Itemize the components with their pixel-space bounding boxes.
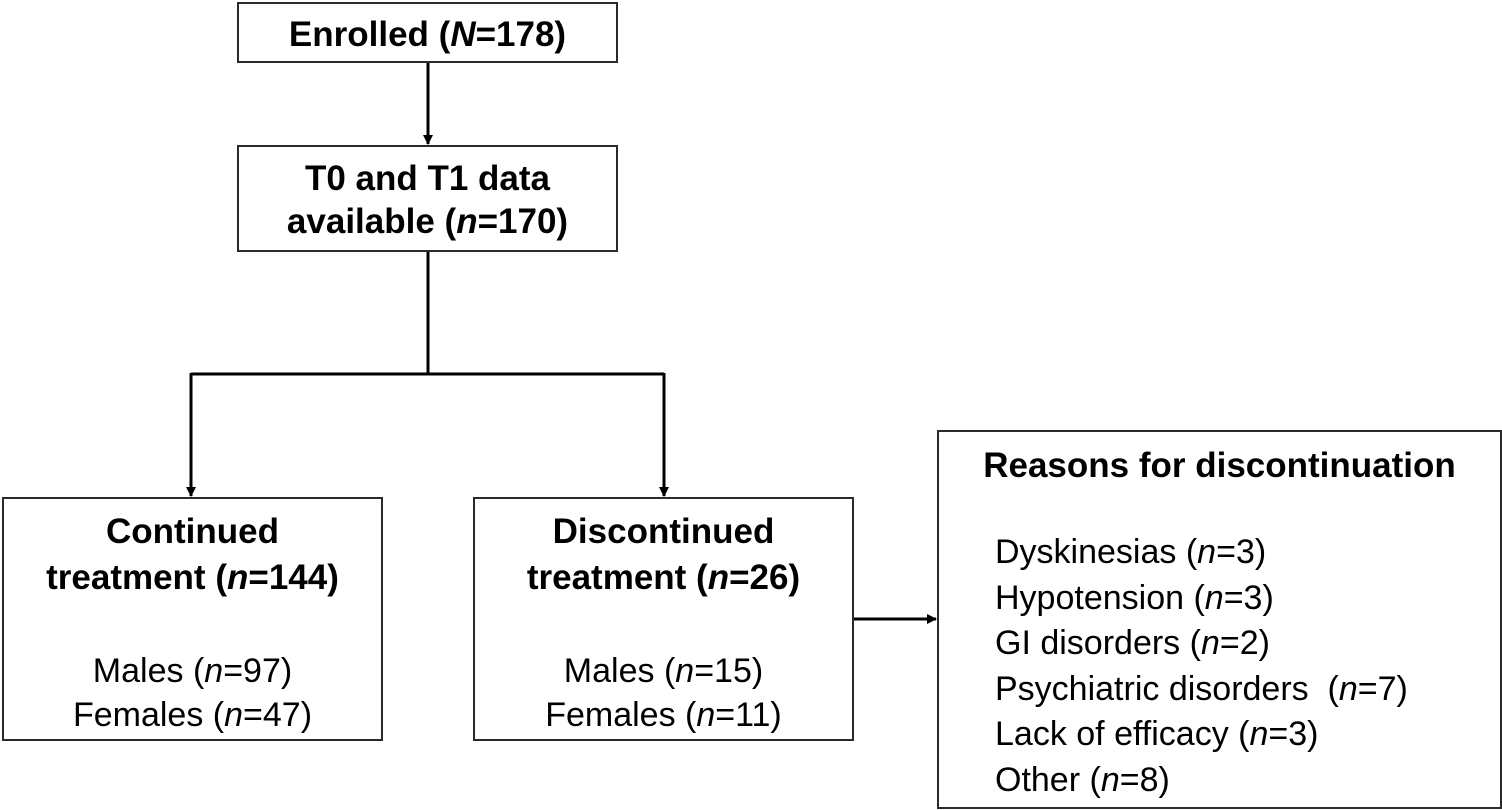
reason-item-psychiatric-disorders: Psychiatric disorders (n=7) [995,669,1408,708]
reason-item-gi-disorders: GI disorders (n=2) [995,624,1270,662]
reasons-list: Dyskinesias (n=3) Hypotension (n=3) GI d… [995,530,1408,803]
continued-title-line1: Continued [105,512,280,551]
discontinued-title-line2: treatment (n=26) [526,558,801,597]
reason-item-hypotension: Hypotension (n=3) [995,578,1274,617]
discontinued-title-line1: Discontinued [552,512,775,551]
t0t1-box: T0 and T1 data available (n=170) [237,145,618,252]
continued-box: Continued treatment (n=144) Males (n=97)… [2,497,383,741]
t0t1-line1: T0 and T1 data [304,159,551,198]
reasons-title: Reasons for discontinuation [983,446,1456,485]
enrolled-box: Enrolled (N=178) [237,2,618,63]
reason-item-dyskinesias: Dyskinesias (n=3) [995,533,1267,571]
continued-males: Males (n=97) [92,652,293,690]
discontinued-box: Discontinued treatment (n=26) Males (n=1… [473,497,854,741]
reasons-box: Reasons for discontinuation Dyskinesias … [937,430,1502,809]
reason-item-other: Other (n=8) [995,760,1170,799]
enrolled-label: Enrolled (N=178) [288,15,567,54]
discontinued-females: Females (n=11) [545,696,782,734]
continued-title-line2: treatment (n=144) [46,558,339,597]
reason-item-lack-of-efficacy: Lack of efficacy (n=3) [995,715,1319,753]
t0t1-line2: available (n=170) [286,202,569,241]
discontinued-males: Males (n=15) [563,652,764,690]
continued-females: Females (n=47) [72,696,313,734]
